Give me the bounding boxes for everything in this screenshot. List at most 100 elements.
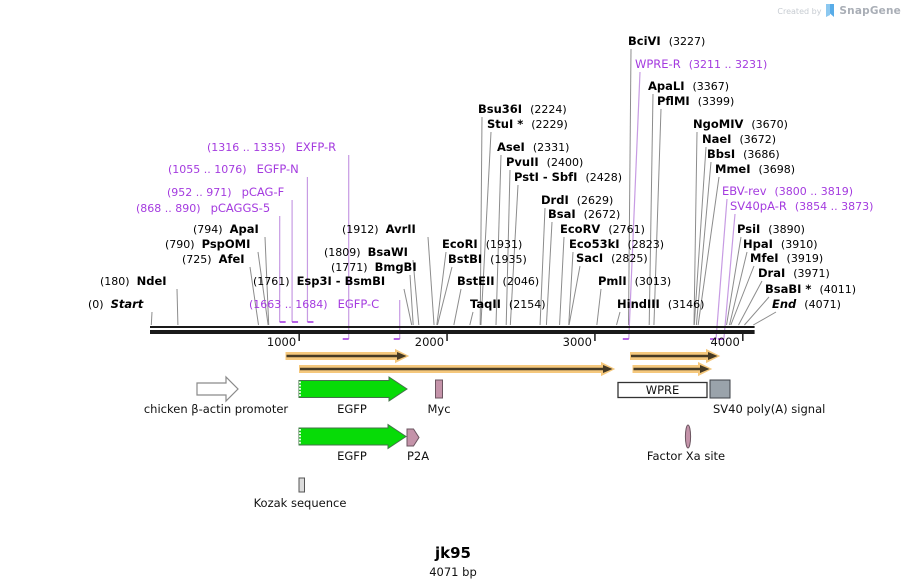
enzyme-site-label-ecorv[interactable]: EcoRV(2761): [560, 222, 645, 237]
primer-label-ebv-rev[interactable]: EBV-rev(3800 .. 3819): [722, 185, 853, 199]
feature-p2a[interactable]: [406, 428, 420, 447]
leader-line-taqii: [469, 311, 474, 326]
enzyme-site-label-asei[interactable]: AseI(2331): [497, 141, 569, 155]
enzyme-site-label-psti-sbfi[interactable]: PstI - SbfI(2428): [514, 171, 622, 185]
leader-line-pvuii: [505, 169, 511, 326]
enzyme-site-label-pspomi[interactable]: (790)PspOMI: [165, 238, 250, 252]
site-name-bcivi: BciVI: [628, 34, 661, 48]
enzyme-site-label-taqii[interactable]: TaqII(2154): [470, 298, 546, 312]
enzyme-site-label-stui[interactable]: StuI *(2229): [487, 118, 568, 132]
site-name-hpai: HpaI: [743, 237, 773, 251]
axis-tick-label-3000: 3000: [562, 335, 592, 349]
enzyme-site-label-hindiii[interactable]: HindIII(3146): [617, 298, 704, 312]
site-position-bmgbi: (1771): [331, 261, 368, 274]
enzyme-site-label-ngomiv[interactable]: NgoMIV(3670): [693, 117, 788, 132]
enzyme-site-label-bstbi[interactable]: BstBI(1935): [448, 253, 527, 267]
enzyme-site-label-bsai[interactable]: BsaI(2672): [548, 208, 620, 222]
enzyme-site-label-mmei[interactable]: MmeI(3698): [715, 163, 795, 177]
site-position-exfp-r: (1316 .. 1335): [207, 141, 286, 154]
axis-tick-label-2000: 2000: [414, 335, 445, 349]
leader-line-wpre-r: [628, 71, 641, 340]
leader-line-afei: [249, 266, 260, 326]
enzyme-site-label-psii[interactable]: PsiI(3890): [737, 223, 805, 237]
enzyme-site-label-apai[interactable]: (794)ApaI: [193, 223, 259, 237]
enzyme-site-label-ndei[interactable]: (180)NdeI: [100, 275, 167, 289]
terminus-label-start[interactable]: (0)Start: [88, 298, 143, 312]
feature-egfp-2[interactable]: [298, 423, 407, 450]
site-name-avrii: AvrII: [385, 222, 416, 236]
primer-label-egfp-n[interactable]: (1055 .. 1076)EGFP-N: [168, 163, 299, 177]
enzyme-site-label-ecori[interactable]: EcoRI(1931): [442, 238, 523, 252]
snapgene-flag-icon: [826, 4, 835, 17]
site-position-drdi: (2629): [576, 194, 614, 207]
site-name-bsteii: BstEII: [457, 274, 495, 288]
enzyme-site-label-bsu36i[interactable]: Bsu36I(2224): [478, 102, 567, 117]
site-name-bsabi: BsaBI *: [765, 282, 812, 296]
enzyme-site-label-naei[interactable]: NaeI(3672): [702, 133, 776, 147]
site-position-pflmi: (3399): [697, 95, 735, 108]
site-position-pvuii: (2400): [546, 156, 584, 169]
enzyme-site-label-pvuii[interactable]: PvuII(2400): [506, 156, 584, 170]
site-position-saci: (2825): [611, 252, 648, 265]
enzyme-site-label-drdi[interactable]: DrdI (2629): [541, 193, 614, 208]
site-name-apali: ApaLI: [648, 79, 685, 93]
enzyme-site-label-apali[interactable]: ApaLI(3367): [648, 79, 729, 94]
site-position-ecori: (1931): [485, 238, 523, 251]
site-name-drdi: DrdI: [541, 193, 569, 207]
primer-label-exfp-r[interactable]: (1316 .. 1335)EXFP-R: [207, 141, 336, 155]
site-name-ecorv: EcoRV: [560, 222, 601, 236]
terminus-label-end[interactable]: End(4071): [772, 298, 841, 312]
leader-line-pmli: [596, 288, 602, 326]
enzyme-site-label-bmgbi[interactable]: (1771)BmgBI: [331, 261, 417, 275]
leader-line-ngomiv: [693, 131, 698, 326]
feature-myc-tag[interactable]: [435, 379, 443, 399]
enzyme-site-label-avrii[interactable]: (1912)AvrII: [342, 222, 416, 237]
enzyme-site-label-mfei[interactable]: MfeI(3919): [750, 252, 823, 266]
enzyme-site-label-saci[interactable]: SacI (2825): [576, 251, 648, 266]
enzyme-site-label-bcivi[interactable]: BciVI(3227): [628, 34, 705, 49]
leader-line-hindiii: [616, 311, 621, 326]
feature-sv40-polya[interactable]: [709, 379, 731, 399]
feature-wpre[interactable]: [617, 381, 708, 399]
site-position-wpre-r: (3211 .. 3231): [688, 58, 768, 71]
site-name-ngomiv: NgoMIV: [693, 117, 744, 131]
feature-cag-promoter[interactable]: [196, 375, 239, 403]
feature-egfp-1[interactable]: [298, 376, 408, 402]
site-position-bsawi: (1809): [324, 246, 361, 259]
site-position-esp3i-bsmbi: (1761): [253, 275, 290, 288]
enzyme-site-label-esp3i-bsmbi[interactable]: (1761)Esp3I - BsmBI: [253, 275, 385, 289]
primer-label-wpre-r[interactable]: WPRE-R(3211 .. 3231): [635, 58, 768, 72]
primer-label-pcag-f[interactable]: (952 .. 971)pCAG-F: [167, 186, 284, 200]
site-position-pmli: (3013): [634, 275, 672, 288]
enzyme-site-label-pflmi[interactable]: PflMI(3399): [657, 95, 735, 109]
feature-factor-xa[interactable]: [684, 424, 692, 449]
leader-line-naei: [693, 146, 707, 326]
primer-label-pcaggs-5[interactable]: (868 .. 890)pCAGGS-5: [136, 202, 270, 216]
site-position-apai: (794): [193, 223, 223, 236]
site-position-ndei: (180): [100, 275, 130, 288]
primer-label-sv40pa-r[interactable]: SV40pA-R(3854 .. 3873): [730, 200, 873, 214]
enzyme-site-label-afei[interactable]: (725)AfeI: [182, 253, 245, 267]
leader-line-pflmi: [653, 108, 662, 326]
axis-tick-label-4000: 4000: [710, 335, 740, 349]
site-name-saci: SacI: [576, 251, 604, 265]
leader-line-start: [150, 311, 153, 326]
enzyme-site-label-drai[interactable]: DraI(3971): [758, 267, 830, 281]
sequence-ruler-bottom-line: [150, 330, 755, 334]
site-position-eco53ki: (2823): [627, 238, 665, 251]
enzyme-site-label-hpai[interactable]: HpaI(3910): [743, 237, 817, 252]
enzyme-site-label-bbsi[interactable]: BbsI(3686): [707, 148, 780, 162]
axis-tick-label-1000: 1000: [266, 335, 297, 349]
enzyme-site-label-eco53ki[interactable]: Eco53kI(2823): [569, 238, 665, 252]
primer-label-egfp-c[interactable]: (1663 .. 1684)EGFP-C: [249, 298, 379, 312]
site-name-bsu36i: Bsu36I: [478, 102, 523, 116]
enzyme-site-label-bsteii[interactable]: BstEII(2046): [457, 274, 539, 289]
leader-line-psti-sbfi: [509, 184, 519, 326]
feature-myc-tag-label: Myc: [427, 402, 451, 416]
enzyme-site-label-bsawi[interactable]: (1809) BsaWI: [324, 245, 408, 260]
enzyme-site-label-bsabi[interactable]: BsaBI *(4011): [765, 282, 856, 297]
site-name-bsawi: BsaWI: [367, 245, 408, 259]
enzyme-site-label-pmli[interactable]: PmlI(3013): [598, 275, 672, 289]
feature-kozak[interactable]: [298, 477, 305, 493]
